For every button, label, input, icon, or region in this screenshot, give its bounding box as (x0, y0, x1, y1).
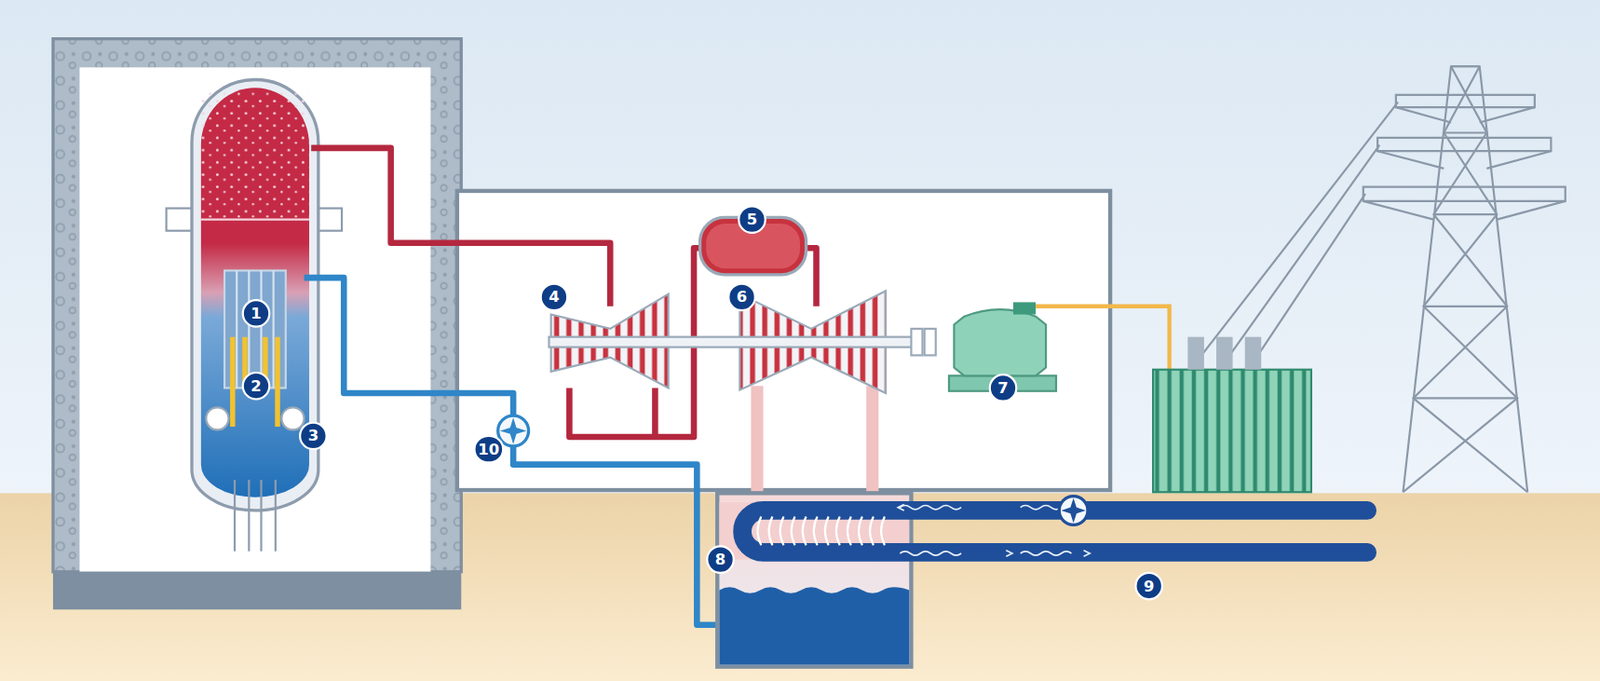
condenser-tube (825, 516, 829, 546)
condenser-tube (780, 516, 785, 546)
condenser-tube (858, 516, 863, 546)
callout-text: 9 (1143, 578, 1154, 594)
condenser-tube (813, 516, 818, 546)
callout-text: 2 (250, 378, 261, 394)
condenser-tube (869, 516, 874, 546)
condenser-tube (881, 516, 885, 546)
condenser-tube (758, 516, 762, 546)
condenser-tube (836, 516, 841, 546)
callout-text: 5 (746, 211, 758, 227)
callout-text: 10 (477, 441, 500, 457)
condenser-tube (769, 516, 773, 546)
callout-number: 1 (242, 298, 272, 328)
callout-text: 8 (715, 551, 726, 567)
callout-number: 8 (705, 544, 735, 574)
callout-text: 3 (308, 428, 319, 444)
callout-text: 1 (250, 305, 261, 321)
callout-text: 7 (997, 379, 1008, 395)
condenser-tube (847, 516, 852, 546)
callout-number: 5 (737, 204, 767, 234)
condenser-tube (791, 516, 796, 546)
callout-number: 4 (540, 283, 570, 312)
condenser-tube (802, 516, 807, 546)
callout-text: 6 (736, 289, 747, 305)
callout-text: 4 (548, 289, 559, 305)
callout-number: 3 (298, 421, 328, 451)
callout-number: 10 (473, 434, 505, 464)
callout-number: 2 (242, 371, 272, 401)
callout-number: 9 (1134, 571, 1164, 601)
callout-number: 6 (727, 283, 757, 312)
callout-number: 7 (989, 373, 1018, 403)
